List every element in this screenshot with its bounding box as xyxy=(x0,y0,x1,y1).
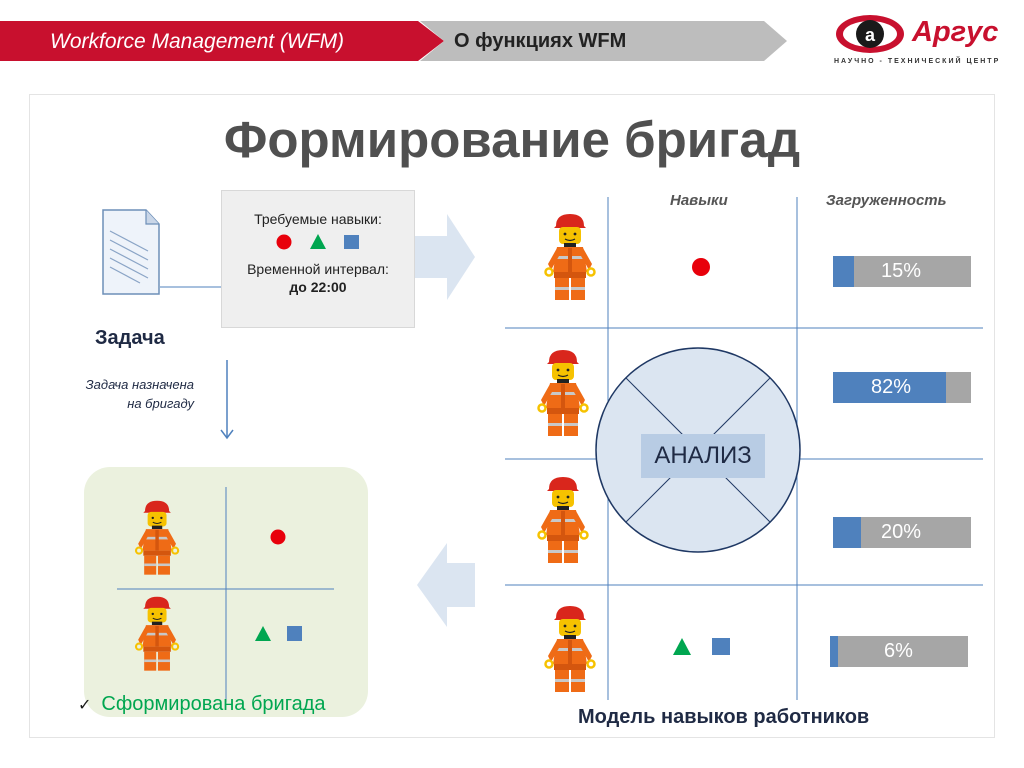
logo-brand: Аргус xyxy=(912,16,999,48)
load-bar-fill xyxy=(833,517,861,548)
load-label-2: 82% xyxy=(871,376,912,398)
skill-triangle-icon xyxy=(310,234,326,249)
worker-figure-4 xyxy=(542,604,598,699)
construction-worker-icon xyxy=(537,350,589,436)
brigade-status-label: Сформирована бригада xyxy=(101,693,326,715)
skill-square-icon xyxy=(344,235,359,249)
load-bar-3: 20% xyxy=(833,517,971,548)
brigade-skill-circle-icon xyxy=(270,529,286,545)
task-connectors xyxy=(160,286,221,288)
brigade-worker-figure-2 xyxy=(133,595,181,677)
load-bar-fill xyxy=(830,636,838,667)
slide-title: Формирование бригад xyxy=(223,111,801,168)
brigade-skill-triangle-icon xyxy=(255,626,271,641)
assigned-note-line1: Задача назначена xyxy=(85,377,194,392)
load-label-3: 20% xyxy=(881,521,922,543)
worker-figure-3 xyxy=(535,475,591,570)
section-tab[interactable]: Workforce Management (WFM) xyxy=(0,21,444,61)
skill-circle-icon xyxy=(276,234,292,250)
construction-worker-icon xyxy=(134,596,180,671)
logo-subtitle: НАУЧНО - ТЕХНИЧЕСКИЙ ЦЕНТР xyxy=(834,58,1001,65)
brigade-grid xyxy=(117,487,334,702)
brigade-worker-figure-1 xyxy=(133,499,181,581)
load-bar-1: 15% xyxy=(833,256,971,287)
assigned-note-line2: на бригаду xyxy=(127,396,194,411)
section-tab-label: Workforce Management (WFM) xyxy=(50,30,345,53)
construction-worker-icon xyxy=(544,214,596,300)
page-tab[interactable]: О функциях WFM xyxy=(420,21,787,61)
svg-text:a: a xyxy=(865,25,876,45)
page-tab-label: О функциях WFM xyxy=(454,30,627,52)
load-bar-2: 82% xyxy=(833,372,971,403)
interval-label: Временной интервал: xyxy=(247,261,389,277)
col-load-header: Загруженность xyxy=(826,192,947,209)
interval-value: до 22:00 xyxy=(289,279,347,295)
task-label: Задача xyxy=(95,327,165,349)
slide-frame xyxy=(29,94,995,738)
construction-worker-icon xyxy=(537,477,589,563)
load-label-1: 15% xyxy=(881,260,922,282)
assigned-note: Задача назначена на бригаду xyxy=(60,375,194,413)
brigade-status: ✓ Сформирована бригада xyxy=(78,693,326,716)
construction-worker-icon xyxy=(544,606,596,692)
brigade-skill-square-icon xyxy=(287,626,302,641)
load-label-4: 6% xyxy=(884,640,913,662)
worker-figure-2 xyxy=(535,348,591,443)
worker4-skill-square-icon xyxy=(712,638,730,655)
load-bar-fill xyxy=(833,256,854,287)
worker1-skill-circle-icon xyxy=(692,258,710,276)
argus-eye-logo-icon: a xyxy=(836,15,904,53)
construction-worker-icon xyxy=(134,500,180,575)
col-skills-header: Навыки xyxy=(670,192,728,209)
arrow-right-icon xyxy=(415,214,475,300)
load-bar-4: 6% xyxy=(830,636,968,667)
required-skills-icons xyxy=(276,234,359,250)
required-skills-label: Требуемые навыки: xyxy=(254,211,382,227)
worker4-skill-triangle-icon xyxy=(673,638,691,655)
arrow-down-icon xyxy=(220,360,234,440)
model-caption: Модель навыков работников xyxy=(578,706,870,728)
requirements-box: Требуемые навыки: Временной интервал: до… xyxy=(221,190,415,328)
arrow-left-icon xyxy=(417,543,475,627)
load-bar-fill xyxy=(833,372,946,403)
worker-figure-1 xyxy=(542,212,598,307)
analysis-label: АНАЛИЗ xyxy=(641,434,765,478)
document-icon xyxy=(102,209,160,295)
checkmark-icon: ✓ xyxy=(78,697,92,714)
